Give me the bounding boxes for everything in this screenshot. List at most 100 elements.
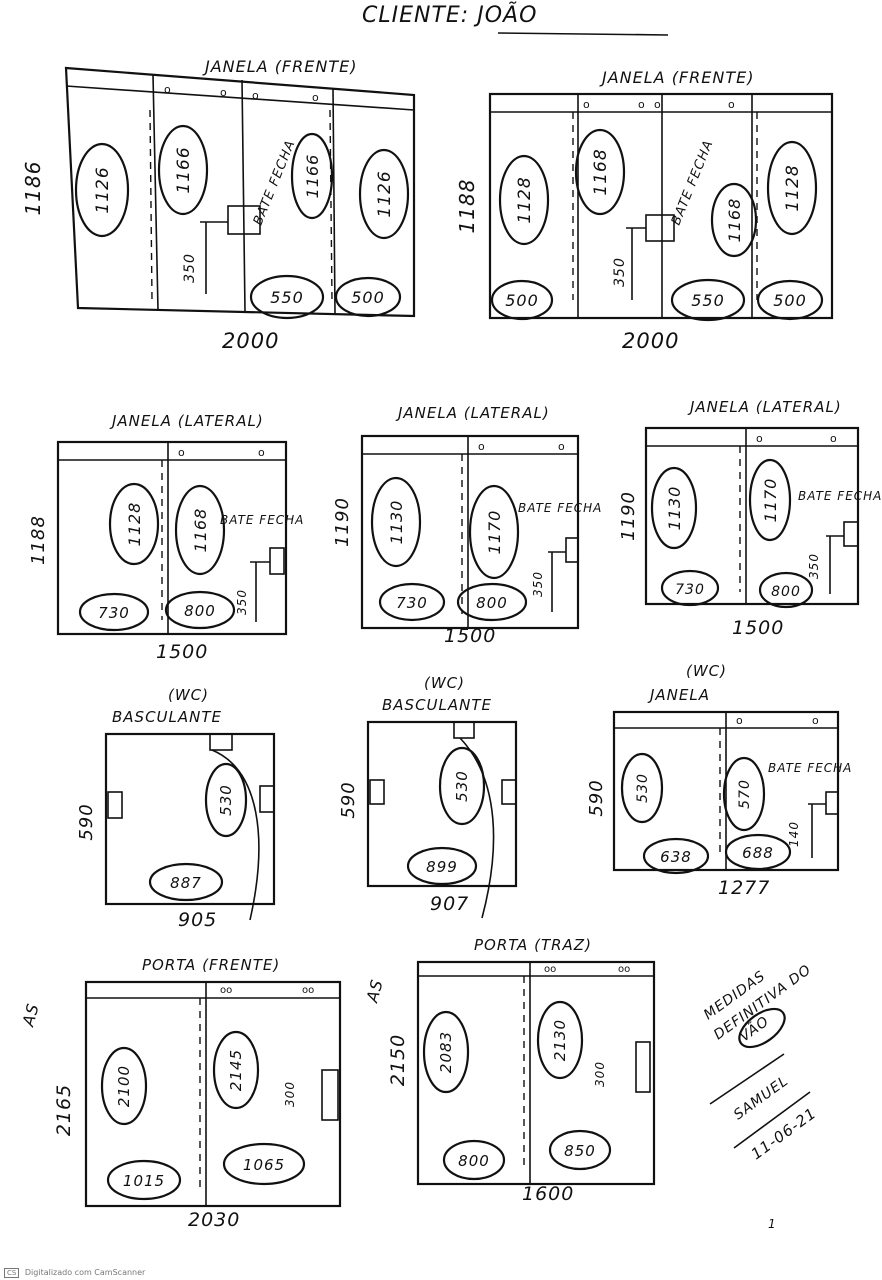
bate-fecha-note: BATE FECHA	[220, 513, 304, 527]
height-label: 590	[76, 803, 97, 840]
svg-text:o: o	[654, 98, 661, 111]
leaf-height: 1166	[174, 146, 194, 193]
panel-width: 550	[691, 291, 725, 310]
door-title: PORTA (FRENTE)	[142, 956, 280, 974]
window-title: JANELA (FRENTE)	[599, 68, 754, 87]
panel-width: 730	[98, 604, 130, 622]
panel-width: 688	[742, 844, 774, 862]
height-label: 1186	[21, 161, 45, 216]
panel-width: 1015	[123, 1172, 165, 1190]
panel-width: 500	[773, 291, 807, 310]
handle-height: 300	[283, 1081, 297, 1107]
svg-text:o: o	[312, 91, 319, 104]
initials-mark: AS	[18, 1001, 43, 1029]
height-label: 2165	[53, 1084, 75, 1136]
svg-text:oo: oo	[618, 964, 630, 975]
window-title: JANELA	[647, 686, 710, 704]
svg-text:oo: oo	[302, 985, 314, 996]
svg-text:oo: oo	[220, 985, 232, 996]
panel-width: 730	[675, 582, 705, 598]
window-title-top: (WC)	[686, 662, 727, 680]
leaf-height: 530	[217, 784, 235, 816]
panel-width: 1065	[243, 1156, 285, 1174]
handle-height: 300	[593, 1061, 607, 1087]
leaf-height: 570	[737, 779, 753, 809]
leaf-height: 530	[635, 773, 651, 803]
bate-fecha-note: BATE FECHA	[518, 501, 602, 515]
bate-fecha-note: BATE FECHA	[768, 761, 852, 775]
height-label: 1190	[618, 491, 639, 541]
height-label: 1188	[455, 179, 479, 234]
bate-fecha-note: BATE FECHA	[798, 489, 882, 503]
client-header: CLIENTE: JOÃO	[362, 1, 669, 36]
leaf-height: 1170	[761, 478, 780, 523]
panel-width: 850	[564, 1142, 596, 1160]
note-date: 11-06-21	[748, 1104, 820, 1163]
leaf-height: 1128	[515, 176, 535, 223]
width-label: 1277	[718, 877, 770, 899]
leaf-height: 1126	[93, 166, 113, 213]
leaf-height: 530	[453, 770, 471, 802]
width-label: 907	[430, 893, 469, 915]
initials-mark: AS	[362, 977, 387, 1005]
signature: SAMUEL	[731, 1073, 792, 1123]
page-mark: 1	[768, 1217, 777, 1231]
scan-footer: CS Digitalizado com CamScanner	[4, 1268, 145, 1278]
svg-text:o: o	[583, 98, 590, 111]
window-title-top: (WC)	[424, 674, 465, 692]
leaf-height: 1168	[591, 148, 611, 195]
leaf-height: 1128	[783, 164, 803, 211]
leaf-height: 1168	[191, 508, 210, 553]
leaf-height: 1170	[485, 510, 504, 555]
height-label: 1188	[28, 515, 49, 565]
leaf-height: 2083	[437, 1031, 455, 1073]
panel-width: 887	[170, 874, 202, 892]
handle-height: 350	[807, 553, 821, 579]
width-label: 905	[178, 909, 217, 931]
window-title: JANELA (LATERAL)	[109, 412, 264, 430]
panel-width: 500	[351, 288, 385, 307]
panel-width: 638	[660, 848, 692, 866]
svg-text:o: o	[178, 446, 185, 459]
width-label: 2000	[222, 329, 279, 353]
height-label: 2150	[387, 1034, 409, 1086]
bate-fecha-note: BATE FECHA	[669, 138, 717, 228]
door-title: PORTA (TRAZ)	[474, 936, 592, 954]
leaf-height: 2100	[115, 1065, 133, 1107]
width-label: 2030	[188, 1209, 240, 1231]
svg-text:o: o	[164, 83, 171, 96]
window-title: BASCULANTE	[112, 708, 222, 726]
width-label: 1500	[444, 625, 496, 647]
window-title: JANELA (LATERAL)	[687, 398, 842, 416]
leaf-height: 2145	[227, 1049, 245, 1091]
window-title: BASCULANTE	[382, 696, 492, 714]
svg-text:o: o	[728, 98, 735, 111]
leaf-height: 2130	[551, 1019, 569, 1061]
svg-text:oo: oo	[544, 964, 556, 975]
handle-height: 350	[182, 253, 198, 283]
panel-width: 550	[270, 288, 304, 307]
leaf-height: 1168	[725, 198, 744, 243]
svg-text:o: o	[252, 89, 259, 102]
window-title: JANELA (LATERAL)	[395, 404, 550, 422]
height-label: 590	[586, 779, 607, 816]
svg-text:o: o	[638, 98, 645, 111]
panel-width: 800	[476, 594, 508, 612]
svg-text:o: o	[558, 440, 565, 453]
svg-text:o: o	[478, 440, 485, 453]
window-title: JANELA (FRENTE)	[202, 57, 357, 76]
svg-text:o: o	[812, 714, 819, 727]
height-label: 590	[338, 781, 359, 818]
width-label: 1500	[732, 617, 784, 639]
panel-width: 800	[771, 584, 801, 600]
panel-width: 800	[458, 1152, 490, 1170]
leaf-height: 1130	[665, 486, 684, 531]
door-front: PORTA (FRENTE) AS oo oo 2165 300 2100 214…	[18, 956, 342, 1231]
